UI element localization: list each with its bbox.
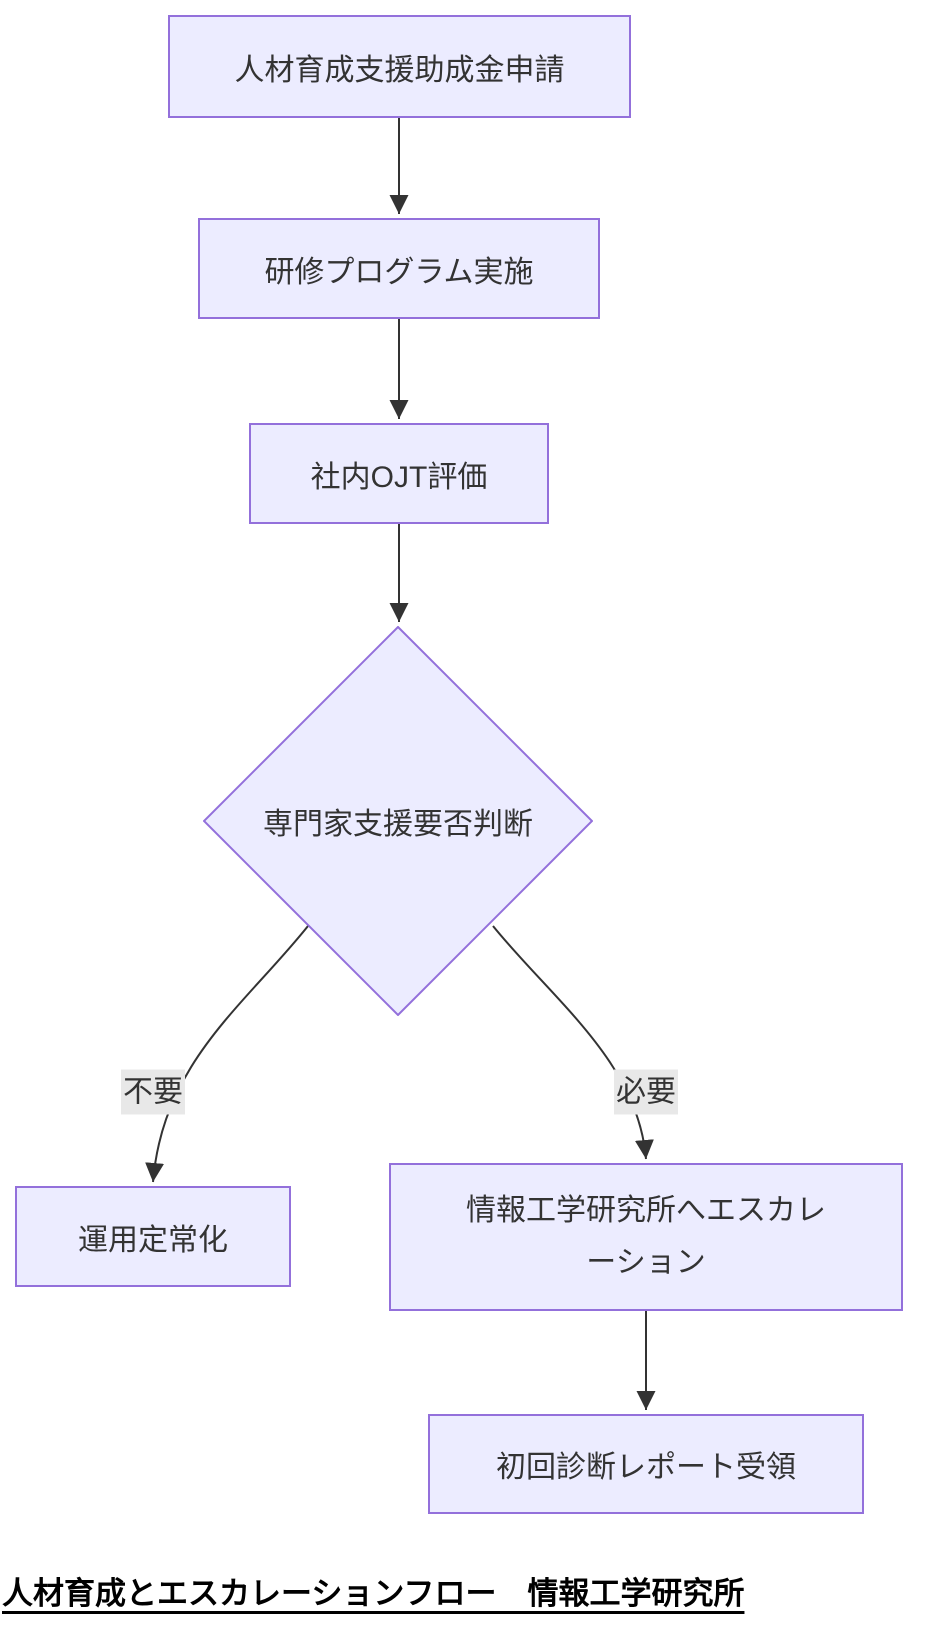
node-ojt-label: 社内OJT評価 xyxy=(310,460,488,494)
node-decision: 専門家支援要否判断 xyxy=(203,626,593,1016)
edge-decision-steady xyxy=(145,925,309,1183)
node-training-label: 研修プログラム実施 xyxy=(264,255,534,289)
edge-label-no: 不要 xyxy=(121,1069,185,1115)
node-apply-label: 人材育成支援助成金申請 xyxy=(234,53,565,87)
edge-decision-escalate xyxy=(492,925,654,1160)
node-ojt: 社内OJT評価 xyxy=(249,423,549,524)
node-report-label: 初回診断レポート受領 xyxy=(496,1451,796,1484)
node-steady-label: 運用定常化 xyxy=(78,1223,228,1257)
edge-label-yes: 必要 xyxy=(614,1069,678,1115)
node-apply: 人材育成支援助成金申請 xyxy=(168,15,631,118)
node-steady: 運用定常化 xyxy=(15,1186,291,1287)
node-report: 初回診断レポート受領 xyxy=(428,1414,864,1514)
node-training: 研修プログラム実施 xyxy=(198,218,600,319)
node-escalate: 情報工学研究所へエスカレーション xyxy=(389,1163,903,1311)
node-decision-label: 専門家支援要否判断 xyxy=(263,808,533,841)
diamond-shape xyxy=(203,626,593,1016)
diagram-caption: 人材育成とエスカレーションフロー 情報工学研究所 xyxy=(2,1576,745,1611)
node-escalate-label: 情報工学研究所へエスカレーション xyxy=(466,1193,826,1280)
